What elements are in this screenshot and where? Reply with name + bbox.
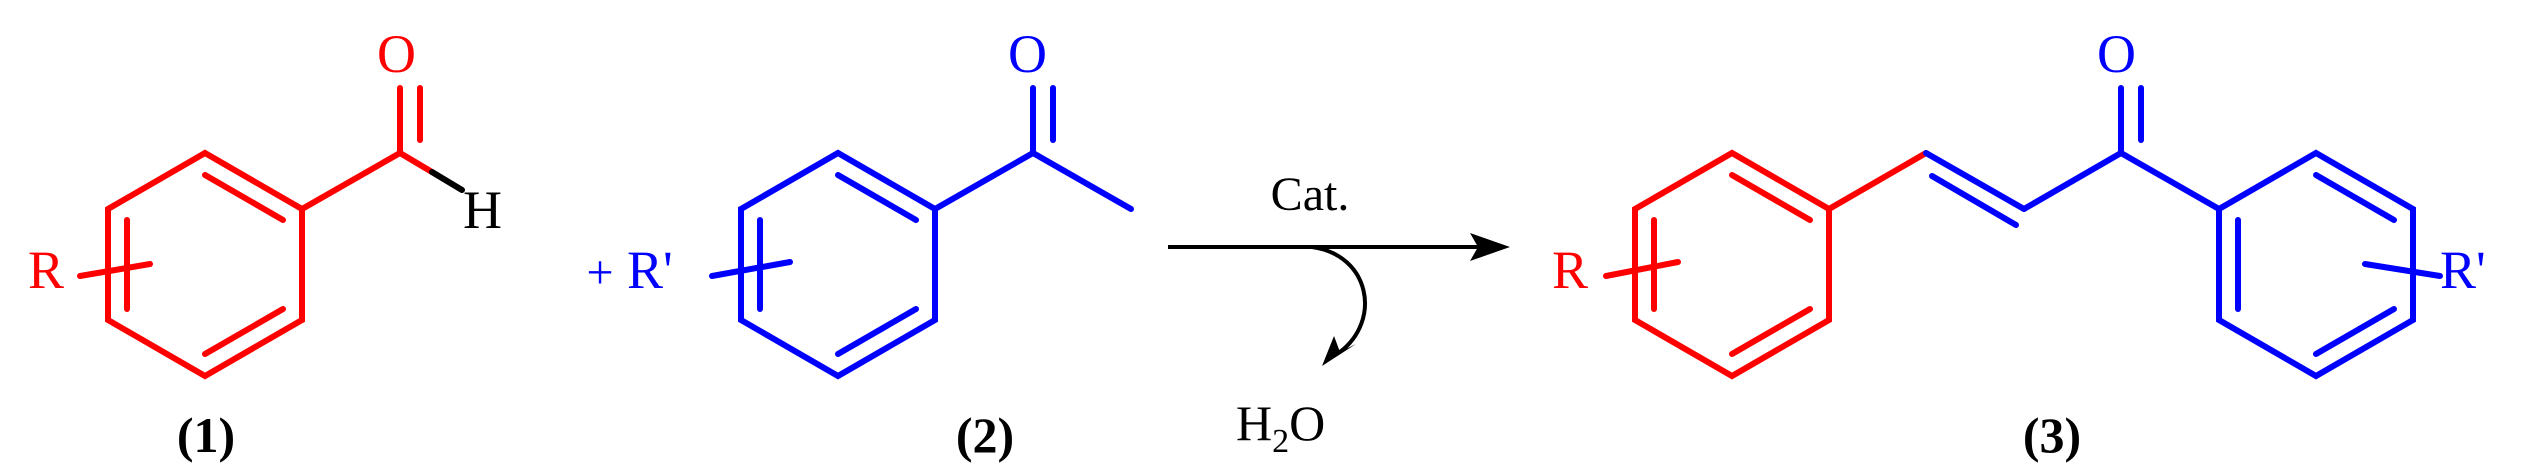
substituent-bond-r: [77, 261, 153, 279]
aldehyde-bonds: [299, 85, 465, 212]
aldehyde-hydrogen: H: [463, 180, 502, 240]
compound-label-1: (1): [177, 407, 235, 463]
plus-sign: +: [586, 246, 613, 299]
substituent-bond-r-3: [1603, 259, 1681, 279]
substituent-bond-r-prime: [709, 259, 793, 279]
arrow-head: [1470, 233, 1510, 261]
catalyst-label: Cat.: [1271, 168, 1350, 221]
compound-3: R O R' (3): [1552, 24, 2486, 463]
carbonyl-oxygen: O: [377, 24, 416, 84]
substituent-bond-r-prime-3: [2362, 261, 2443, 279]
ketone-bonds: [932, 85, 1134, 212]
benzene-ring-3b: [2216, 149, 2416, 380]
compound-label-3: (3): [2023, 407, 2081, 463]
compound-1: R O H (1): [28, 24, 502, 463]
byproduct-water: H2O: [1236, 395, 1325, 460]
curved-arrow-head: [1322, 336, 1356, 366]
reaction-arrow: Cat. H2O: [1168, 168, 1510, 460]
compound-label-2: (2): [956, 407, 1014, 463]
carbonyl-oxygen-3: O: [2097, 24, 2136, 84]
substituent-r-prime: R': [627, 240, 673, 300]
curved-arrow: [1311, 245, 1367, 354]
enone-chain: [1826, 85, 2222, 228]
substituent-r: R: [28, 240, 64, 300]
compound-2: R' O (2): [627, 24, 1134, 463]
substituent-r-prime-3: R': [2440, 240, 2486, 300]
substituent-r-3: R: [1552, 240, 1588, 300]
carbonyl-oxygen-2: O: [1008, 24, 1047, 84]
